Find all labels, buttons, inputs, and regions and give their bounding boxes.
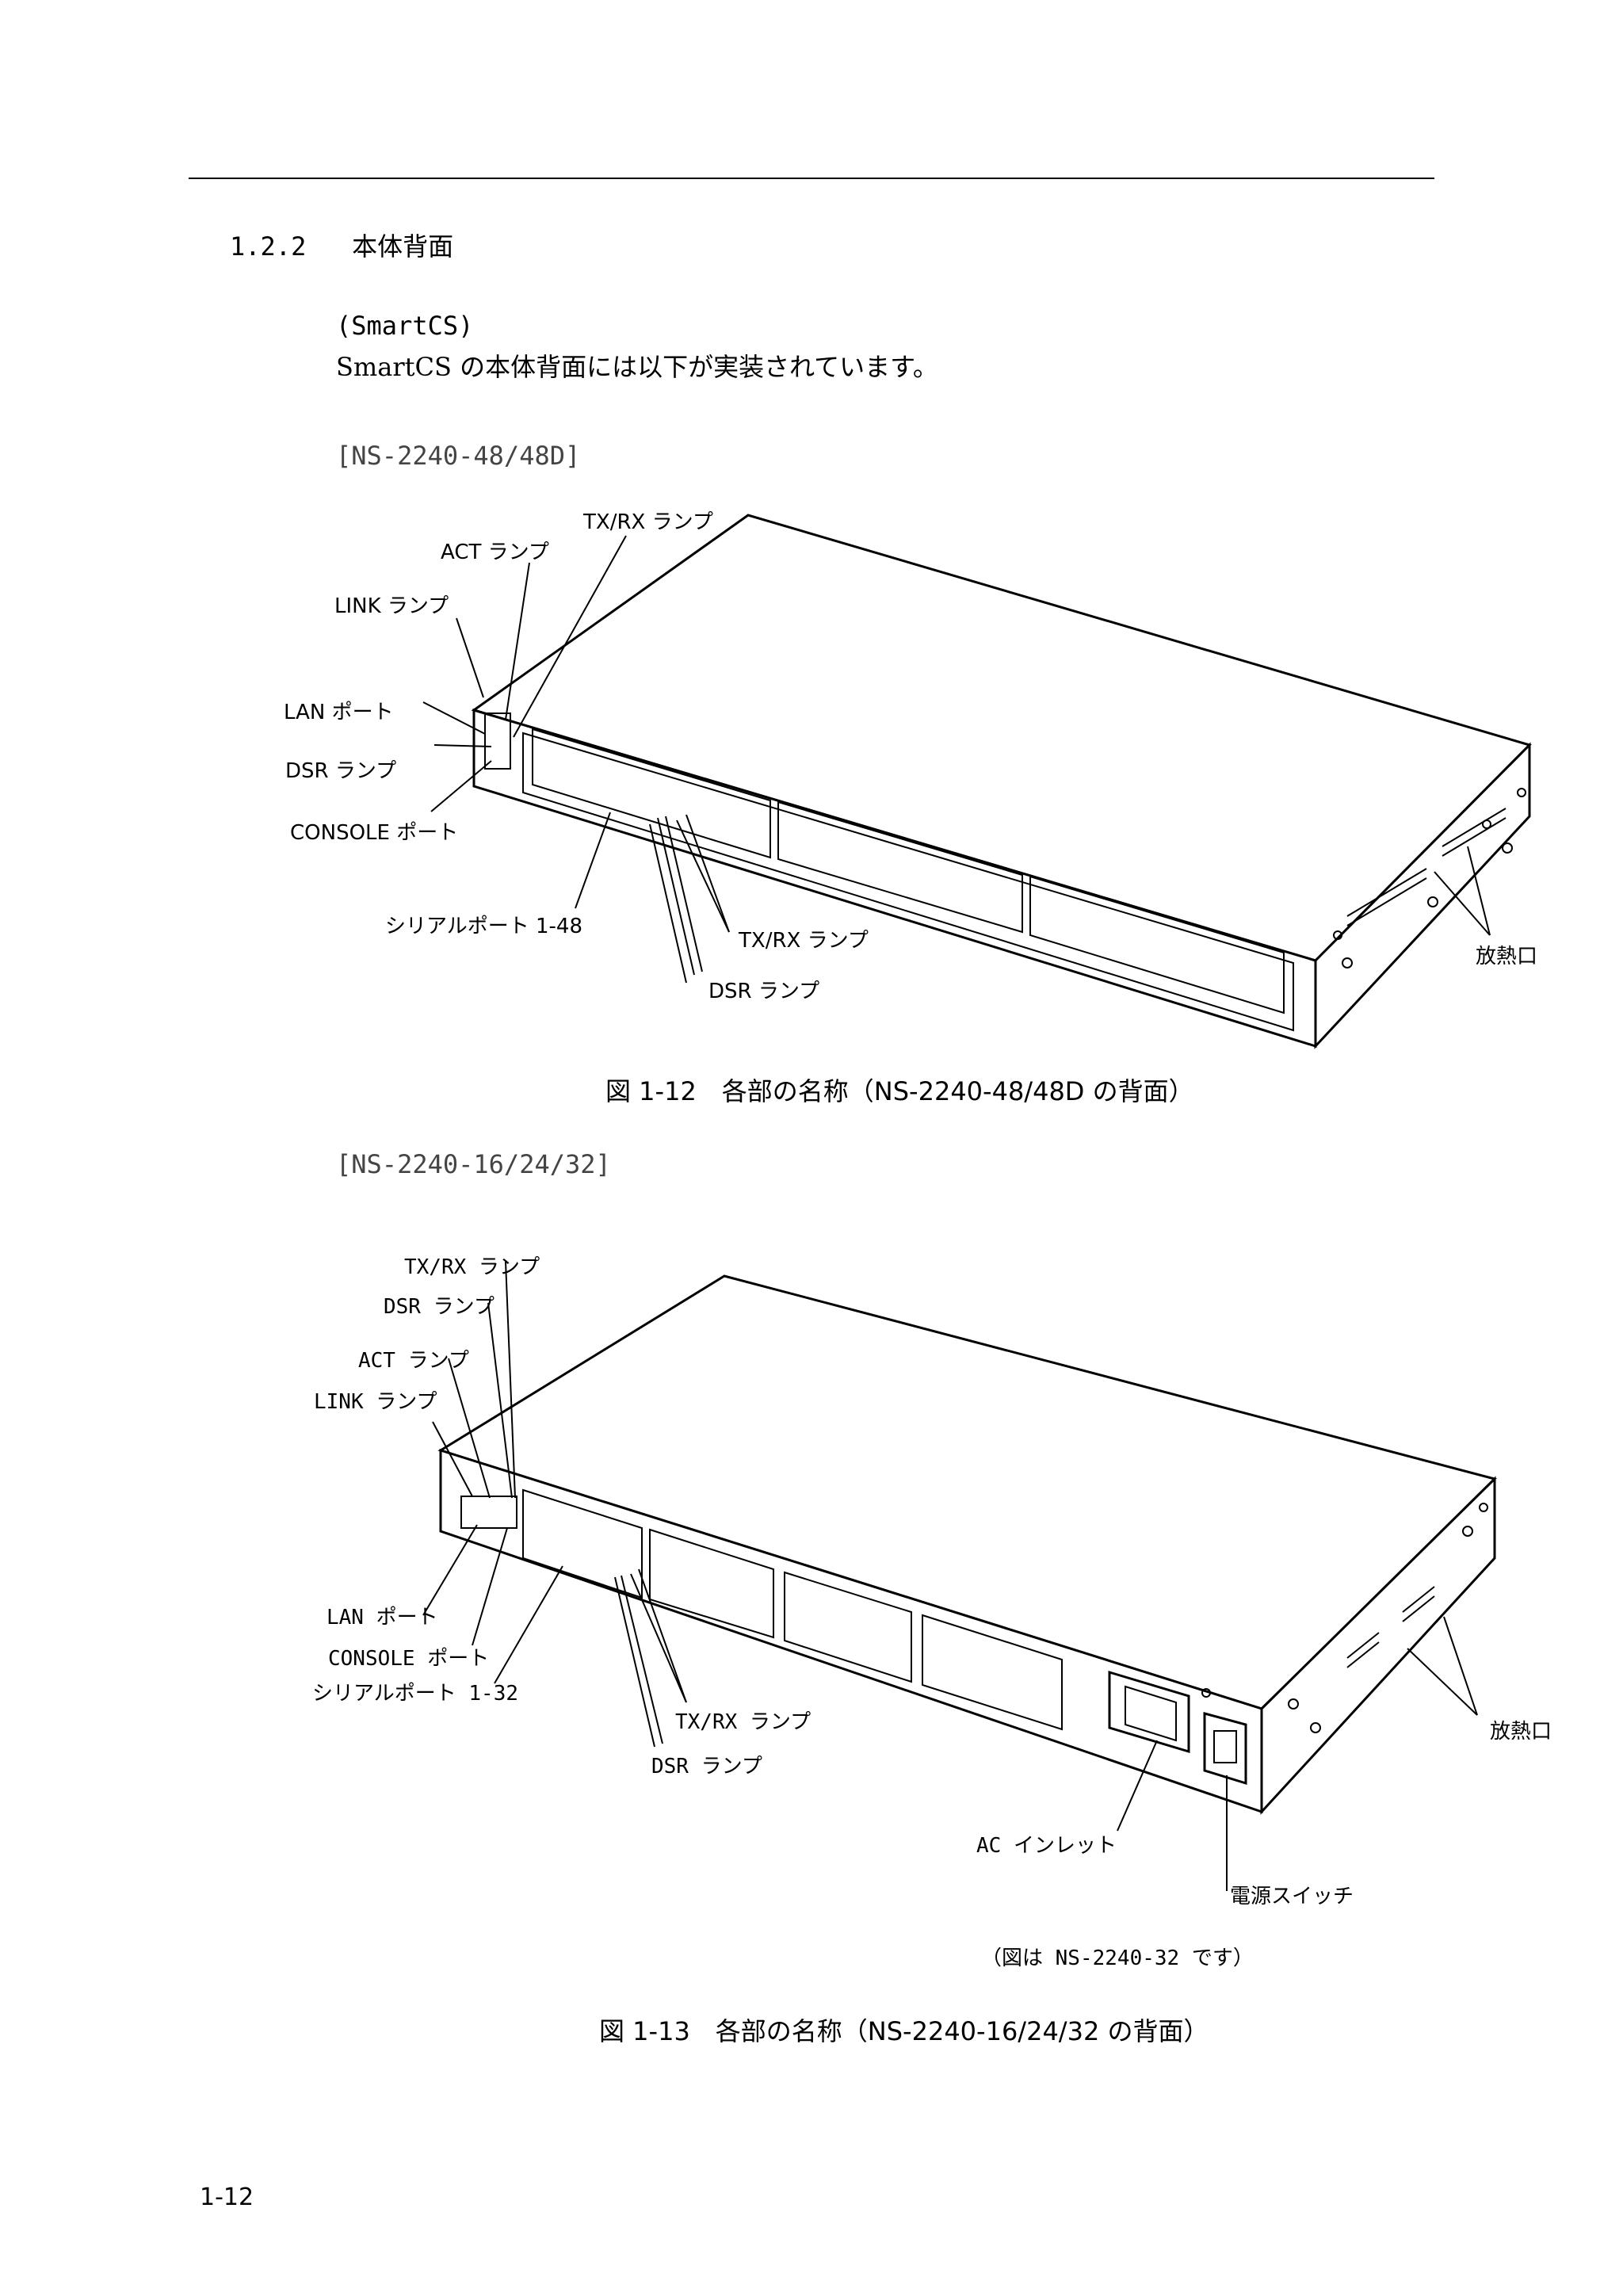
intro-text: SmartCS の本体背面には以下が実装されています。 xyxy=(336,352,938,382)
fig1-console-label: CONSOLE ポート xyxy=(290,821,459,845)
fig1-txrx-label: TX/RX ランプ xyxy=(583,510,713,534)
fig1-act-label: ACT ランプ xyxy=(441,541,549,564)
fig2-lan-label: LAN ポート xyxy=(327,1606,438,1629)
fig1-link-label: LINK ランプ xyxy=(334,594,449,618)
page-number: 1-12 xyxy=(200,2183,254,2211)
fig1-dsr-left-label: DSR ランプ xyxy=(285,759,397,783)
fig2-txrx-bottom-label: TX/RX ランプ xyxy=(675,1710,812,1734)
fig2-console-label: CONSOLE ポート xyxy=(328,1647,490,1671)
figure2-note: （図は NS-2240-32 です） xyxy=(981,1946,1254,1970)
header-rule xyxy=(189,178,1434,179)
figure1-caption: 図 1-12 各部の名称（NS-2240-48/48D の背面） xyxy=(605,1076,1194,1106)
figure2-caption: 図 1-13 各部の名称（NS-2240-16/24/32 の背面） xyxy=(599,2016,1209,2046)
section-title: 本体背面 xyxy=(352,231,454,262)
fig2-dsr-bottom-label: DSR ランプ xyxy=(651,1755,762,1778)
fig1-dsr-bottom-label: DSR ランプ xyxy=(708,980,820,1003)
fig1-lan-label: LAN ポート xyxy=(284,701,394,724)
fig2-act-label: ACT ランプ xyxy=(358,1349,469,1373)
product-name: (SmartCS) xyxy=(336,311,474,341)
fig2-serial-label: シリアルポート 1-32 xyxy=(312,1682,519,1706)
fig2-dsr-top-label: DSR ランプ xyxy=(384,1295,495,1319)
fig1-serial-label: シリアルポート 1-48 xyxy=(385,915,583,938)
fig2-link-label: LINK ランプ xyxy=(314,1390,437,1414)
fig1-txrx-bottom-label: TX/RX ランプ xyxy=(739,929,869,953)
figure1-model-label: [NS-2240-48/48D] xyxy=(336,441,581,471)
fig1-vent-label: 放熱口 xyxy=(1476,945,1538,968)
fig2-vent-label: 放熱口 xyxy=(1490,1720,1552,1744)
section-number: 1.2.2 xyxy=(230,231,307,262)
section-heading: 1.2.2 本体背面 xyxy=(230,227,453,263)
fig2-txrx-label: TX/RX ランプ xyxy=(404,1255,540,1279)
fig2-ac-inlet-label: AC インレット xyxy=(976,1834,1117,1858)
figure2-model-label: [NS-2240-16/24/32] xyxy=(336,1149,611,1179)
fig2-power-switch-label: 電源スイッチ xyxy=(1230,1885,1354,1908)
